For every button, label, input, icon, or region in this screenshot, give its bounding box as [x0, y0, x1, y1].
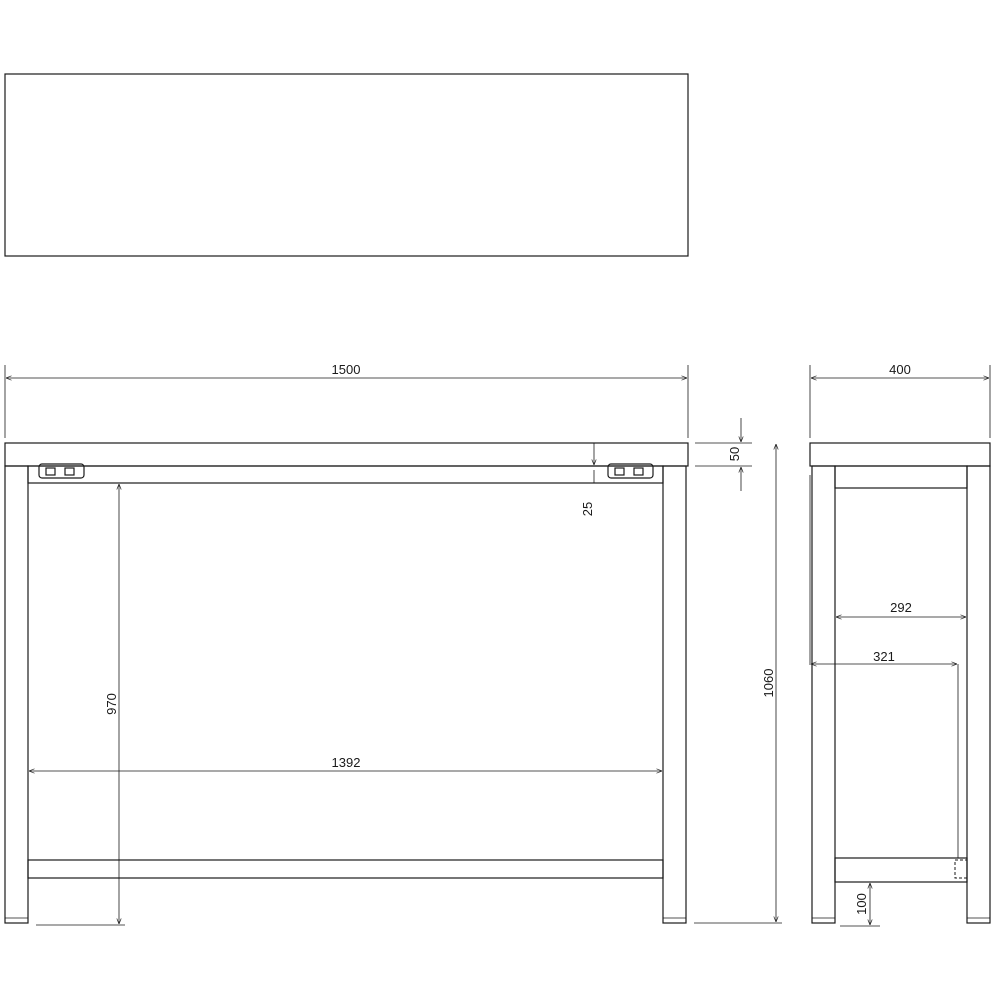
dim-label-970: 970 [104, 693, 119, 715]
dim-depth: 400 [809, 362, 991, 438]
dim-label-1392: 1392 [332, 755, 361, 770]
front-right-leg [662, 465, 687, 924]
side-tabletop [809, 442, 991, 467]
dim-label-400: 400 [889, 362, 911, 377]
dim-label-292: 292 [890, 600, 912, 615]
dim-inner-width: 1392 [29, 755, 662, 771]
front-tabletop [4, 442, 689, 467]
side-hidden-foot [954, 859, 968, 879]
dim-top-thickness: 50 [695, 418, 752, 491]
dim-side-321: 321 [811, 649, 959, 858]
dim-label-50: 50 [727, 447, 742, 461]
dim-label-100: 100 [854, 893, 869, 915]
side-right-leg [966, 465, 991, 924]
front-bottom-rail [27, 859, 664, 879]
top-view [4, 73, 689, 257]
dim-side-292: 292 [836, 600, 966, 617]
front-top-apron [27, 465, 664, 484]
tabletop-plan-outline [4, 73, 689, 257]
dim-apron-height: 25 [580, 443, 595, 516]
left-bracket [38, 463, 85, 479]
front-view [4, 442, 689, 924]
front-left-leg [4, 465, 29, 924]
side-top-apron [834, 465, 968, 489]
side-bottom-rail [834, 857, 968, 883]
dim-label-25: 25 [580, 502, 595, 516]
side-view [809, 442, 991, 924]
dim-label-321: 321 [873, 649, 895, 664]
dim-inner-height: 970 [36, 484, 125, 926]
dim-shelf-clearance: 100 [840, 883, 880, 927]
dim-overall-width: 1500 [4, 362, 689, 438]
right-bracket [607, 463, 654, 479]
dim-label-1500: 1500 [332, 362, 361, 377]
dim-label-1060: 1060 [761, 669, 776, 698]
side-left-leg [811, 465, 836, 924]
dim-overall-height: 1060 [694, 444, 782, 924]
